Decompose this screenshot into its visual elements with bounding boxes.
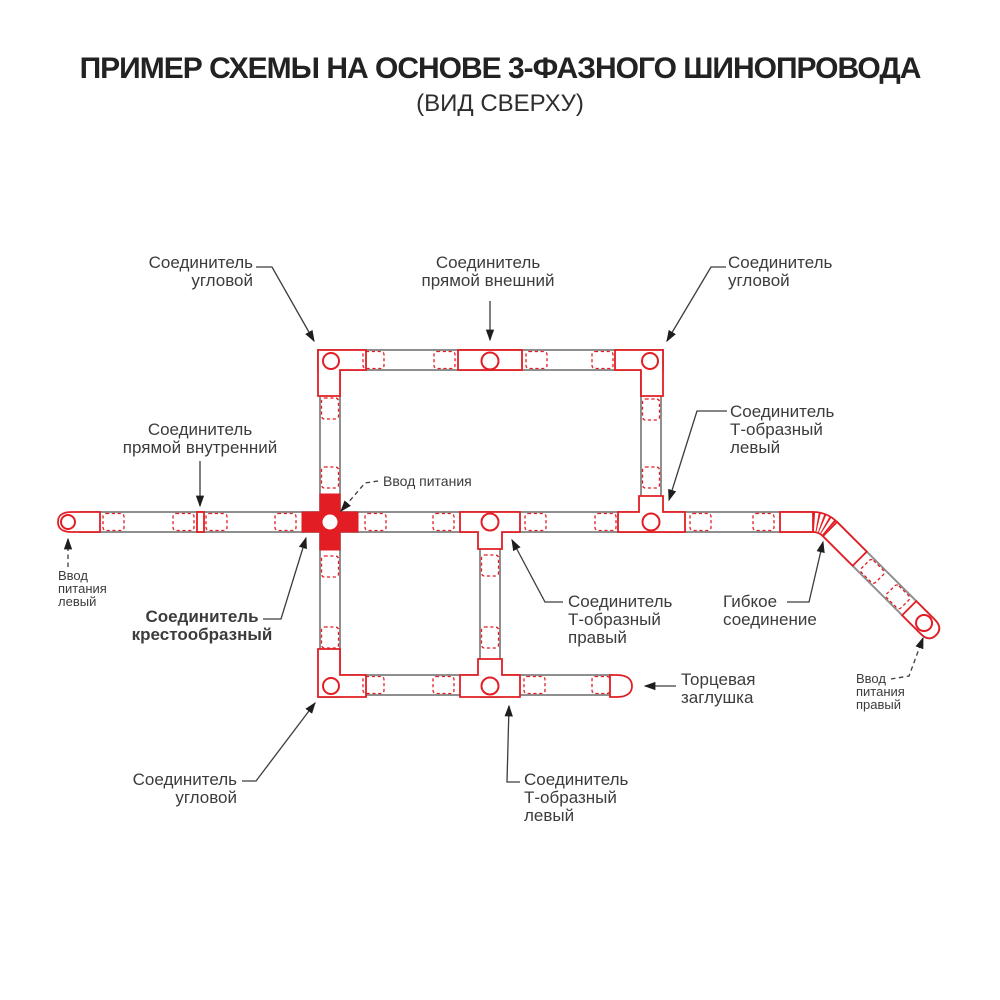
connectors [57,349,941,698]
label-t-right: Соединитель Т-образный правый [568,592,673,648]
label-end-cap: Торцевая заглушка [681,670,756,708]
leader-corner-bottom-left [242,701,316,782]
leader-t-right [511,538,563,603]
end-cap-connector [609,674,633,698]
diagonal-connectors [821,520,941,640]
label-power-input-left: Ввод питания левый [58,568,107,609]
label-power-input-center: Ввод питания [383,473,472,489]
leader-power-right [890,636,924,680]
page-title: ПРИМЕР СХЕМЫ НА ОСНОВЕ 3-ФАЗНОГО ШИНОПРО… [79,52,922,85]
leader-t-left-lower [504,704,520,783]
leader-power-center [340,480,379,512]
label-t-left-upper: Соединитель Т-образный левый [730,402,835,458]
leader-flexible [787,540,825,603]
label-t-left-lower: Соединитель Т-образный левый [524,770,629,826]
segment-joints [102,350,775,695]
leader-corner-top-right [666,266,726,343]
label-flexible: Гибкое соединение [723,592,817,630]
label-corner-bottom-left: Соединитель угловой [132,770,237,808]
leader-cross [263,536,307,620]
label-straight-external: Соединитель прямой внешний [421,253,555,291]
label-cross-connector: Соединитель крестообразный [131,607,273,645]
page-subtitle: (ВИД СВЕРХУ) [416,90,584,117]
label-straight-internal: Соединитель прямой внутренний [122,420,278,458]
leader-t-left-upper [668,410,727,502]
straight-internal-connector [196,511,205,533]
label-corner-top-left: Соединитель угловой [148,253,253,291]
label-corner-top-right: Соединитель угловой [728,253,833,291]
flexible-entry [779,511,814,533]
main-horizontal-rail [79,511,814,533]
leader-lines [63,266,924,783]
label-power-input-right: Ввод питания правый [856,671,905,712]
leader-corner-top-left [256,266,315,343]
